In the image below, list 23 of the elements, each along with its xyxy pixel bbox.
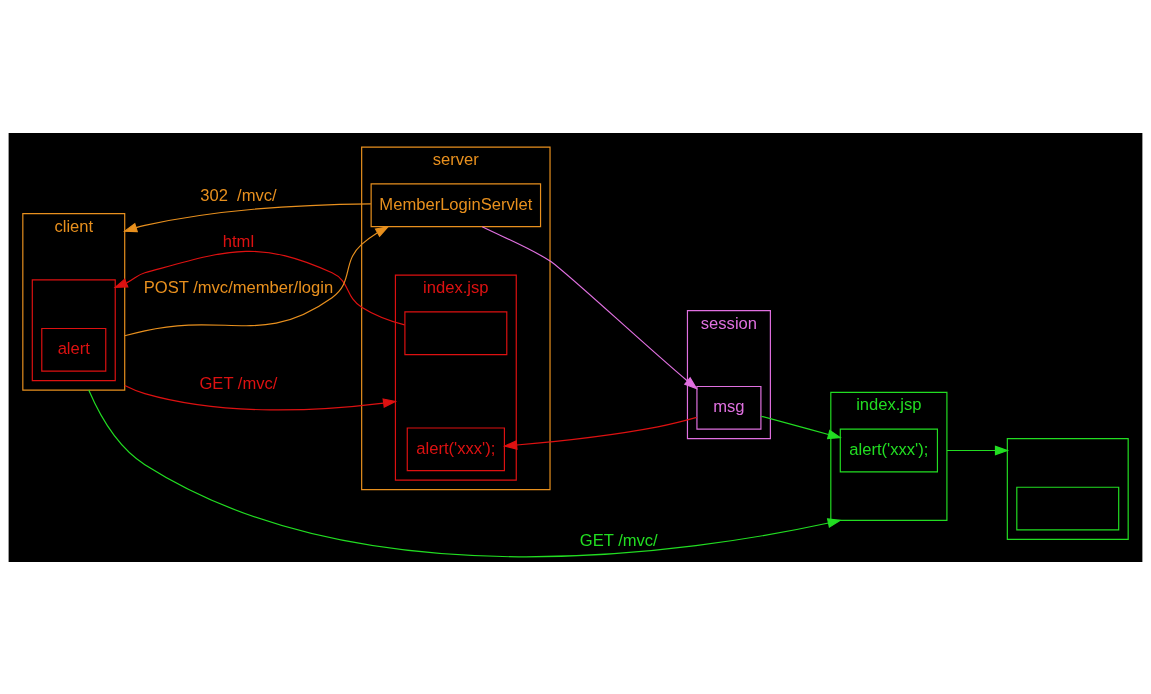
- node-box: alert('xxx');: [839, 428, 938, 472]
- cluster: [31, 278, 116, 381]
- edge-label: GET /mvc/: [579, 530, 658, 550]
- edge-label: html: [222, 231, 255, 251]
- edge-label: GET /mvc/: [199, 373, 278, 393]
- arrow: [123, 202, 372, 232]
- node-box: alert: [41, 327, 107, 372]
- cluster: [1006, 437, 1129, 540]
- arrow: [88, 389, 842, 557]
- node-box: [1016, 486, 1120, 530]
- node-box: alert('xxx');: [406, 426, 505, 471]
- arrow: [481, 225, 698, 390]
- arrow: [113, 250, 406, 325]
- arrow: [124, 225, 390, 336]
- edge-label: POST /mvc/member/login: [143, 277, 334, 297]
- node-box: [404, 310, 508, 355]
- arrow: [946, 445, 1010, 455]
- arrow: [503, 416, 698, 450]
- edge-label: 302 /mvc/: [200, 185, 277, 205]
- node-box: MemberLoginServlet: [370, 182, 542, 227]
- arrow: [124, 384, 398, 410]
- node-box: msg: [696, 385, 762, 430]
- arrow: [760, 415, 842, 439]
